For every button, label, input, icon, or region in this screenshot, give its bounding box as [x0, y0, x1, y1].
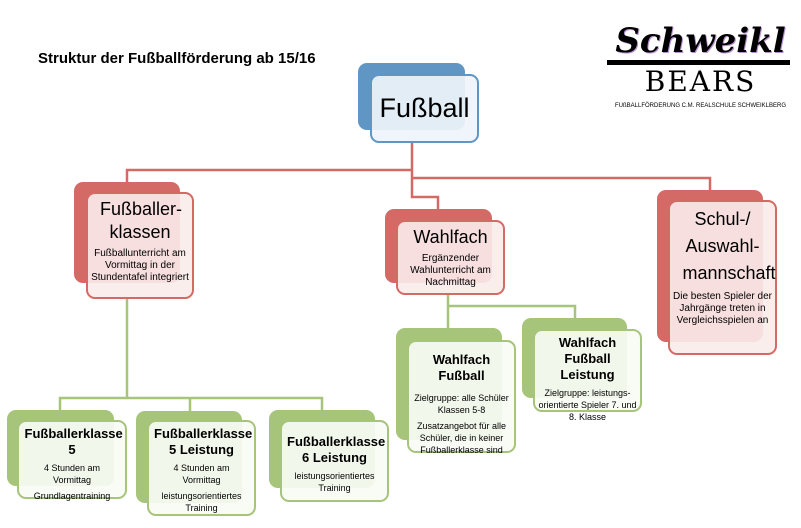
node-text: Fußballer-klassen — [100, 199, 183, 242]
page-title: Struktur der Fußballförderung ab 15/16 — [38, 50, 316, 67]
node-text: Fußballunterricht am Vormittag in der St… — [91, 248, 189, 283]
node-text: Zielgruppe: alle Schüler Klassen 5-8 — [414, 393, 509, 415]
line-root-schul — [412, 176, 712, 190]
node-text: leistungsorientiertes Training — [161, 491, 242, 513]
node-text: Die besten Spieler der Jahrgänge treten … — [673, 291, 772, 326]
node-text: Wahlfach — [413, 227, 488, 247]
node-text: Fußball — [379, 93, 470, 123]
line-root-klassen — [125, 168, 412, 182]
line-wahlfach-bus — [446, 295, 577, 318]
node-text: FUßBALLFÖRDERUNG C.M. REALSCHULE SCHWEIK… — [614, 103, 787, 109]
node-text: 4 Stunden am Vormittag — [43, 463, 101, 485]
node-text: Fußballerklasse 5 Leistung — [154, 426, 253, 457]
node-text: Fußballerklasse 6 Leistung — [287, 434, 386, 465]
node-text: Zielgruppe: leistungs-orientierte Spiele… — [538, 388, 637, 422]
node-text: BEARS — [644, 65, 757, 98]
node-text: Ergänzender Wahlunterricht am Nachmittag — [410, 253, 491, 288]
node-text: Wahlfach Fußball — [432, 352, 491, 383]
node-text: Schul-/ Auswahl-mannschaft — [682, 209, 776, 283]
node-text: 4 Stunden am Vormittag — [173, 463, 230, 485]
node-text: Grundlagentraining — [33, 491, 111, 501]
line-root-wahlfach — [410, 143, 440, 209]
node-text: Zusatzangebot für alle Schüler, die in k… — [416, 421, 507, 455]
node-text: leistungsorientiertes Training — [294, 471, 375, 493]
node-text: Fußballerklasse 5 — [24, 426, 123, 457]
logo: Schweikl BEARS FUßBALLFÖRDERUNG C.M. REA… — [603, 22, 798, 132]
node-text: Schweikl — [615, 21, 786, 61]
node-text: Wahlfach Fußball Leistung — [558, 335, 617, 382]
